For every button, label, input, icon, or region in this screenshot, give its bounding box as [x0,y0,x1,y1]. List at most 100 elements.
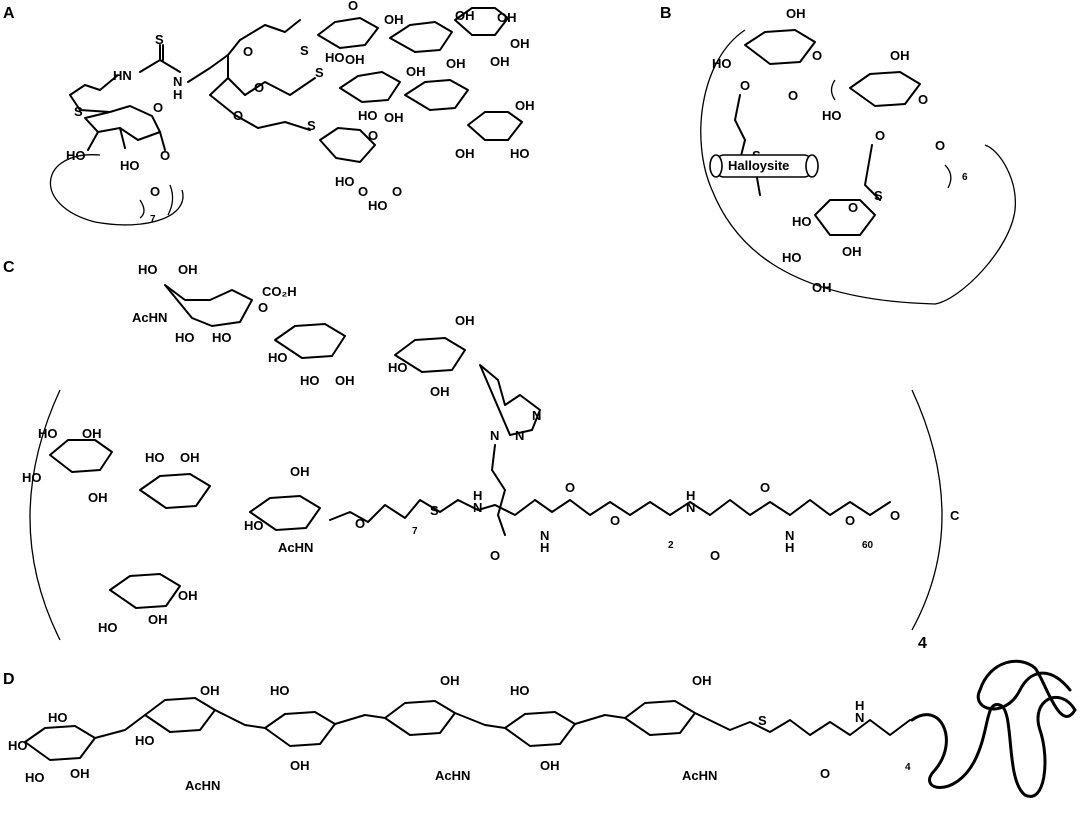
d-s: S [758,713,767,728]
d-achn3: AcHN [682,768,717,783]
b-glucose2 [849,71,921,107]
d-ho6: HO [510,683,530,698]
a-arm2-o: O [254,80,264,95]
a-nh: N [173,74,182,89]
a-arm3-o: O [233,108,243,123]
c-o1: O [258,300,268,315]
c-ho5: HO [300,373,320,388]
c-achn2: AcHN [278,540,313,555]
c-oc1: O [490,548,500,563]
d-ho1: HO [48,710,68,725]
c-oc4: O [760,480,770,495]
c-ho3: HO [212,330,232,345]
a-oh1: OH [384,12,404,27]
c-oh10: OH [148,612,168,627]
d-achn2: AcHN [435,768,470,783]
a-thiourea [139,44,181,73]
a-arm2-s: S [315,65,324,80]
c-ho10: HO [244,518,264,533]
a-o7: O [358,184,368,199]
c-oh3: OH [455,313,475,328]
a-s1-o: O [348,0,358,13]
a-oh6: OH [446,56,466,71]
c-oh6: OH [88,490,108,505]
c-oc3: O [710,548,720,563]
a-sugar3 [454,7,509,36]
a-thio-s: S [155,32,164,47]
a-arm3 [209,94,311,131]
c-sialic [164,284,253,327]
c-gal-top [274,323,346,359]
c-ho8: HO [22,470,42,485]
b-oh2: OH [890,48,910,63]
c-o-link: O [355,516,365,531]
a-cd-bonds [87,127,166,151]
b-mannose [814,199,876,236]
a-oh10: OH [455,146,475,161]
b-glucose1 [744,29,816,65]
b-ho3: HO [792,214,812,229]
a-oh11: OH [515,98,535,113]
a-sugar7 [319,127,376,163]
a-cd-ho2: HO [120,158,140,173]
c-c: C [950,508,960,523]
a-oh5: OH [510,36,530,51]
d-oh6: OH [692,673,712,688]
panel-b-label: B [660,5,672,22]
c-glc-top [394,337,466,373]
d-ho4: HO [135,733,155,748]
c-oh8: OH [290,464,310,479]
a-o8: O [392,184,402,199]
c-ho6: HO [388,360,408,375]
d-oh5: OH [540,758,560,773]
c-bracket-left [29,389,61,641]
a-sugar1 [317,17,379,49]
c-oc2: O [565,480,575,495]
c-oh7: OH [180,450,200,465]
a-o6: O [368,128,378,143]
c-opeg3: O [890,508,900,523]
c-oh4: OH [430,384,450,399]
a-ho4: HO [358,108,378,123]
b-o4: O [918,92,928,107]
b-o5: O [875,128,885,143]
c-n3: N [490,428,499,443]
b-repeat: 6 [962,172,968,183]
d-hyaluronan-chain [24,697,911,761]
c-ho4: HO [268,350,288,365]
c-hn2-h: H [540,540,549,555]
c-glcnac [249,495,321,531]
a-s-link: S [74,104,83,119]
c-ho1: HO [138,262,158,277]
b-repeat-brackets [830,79,952,189]
a-cd-ho1: HO [66,148,86,163]
a-ho-bottom: HO [368,198,388,213]
d-oh3: OH [290,758,310,773]
c-bracket-right [911,389,943,631]
c-co2h: CO₂H [262,284,297,299]
d-ho5: HO [270,683,290,698]
halloysite-label: Halloysite [728,158,789,173]
a-h: H [173,87,182,102]
a-core [187,39,246,96]
c-n1: N [532,408,541,423]
halloysite-tube-icon [709,154,819,178]
b-o1: O [812,48,822,63]
a-arm1-o: O [243,44,253,59]
d-achn1: AcHN [185,778,220,793]
b-o3: O [740,78,750,93]
c-oh1: OH [178,262,198,277]
b-ho1: HO [712,56,732,71]
a-cd-o3: O [150,184,160,199]
b-oh3: OH [842,244,862,259]
a-ho3: HO [325,50,345,65]
a-ho6: HO [335,174,355,189]
c-sub60: 60 [862,540,874,551]
c-sub7: 7 [412,526,418,537]
panel-a-label: A [3,5,15,22]
b-ho2: HO [822,108,842,123]
c-opeg2: O [845,513,855,528]
a-oh3: OH [455,8,475,23]
a-linker [69,74,119,113]
